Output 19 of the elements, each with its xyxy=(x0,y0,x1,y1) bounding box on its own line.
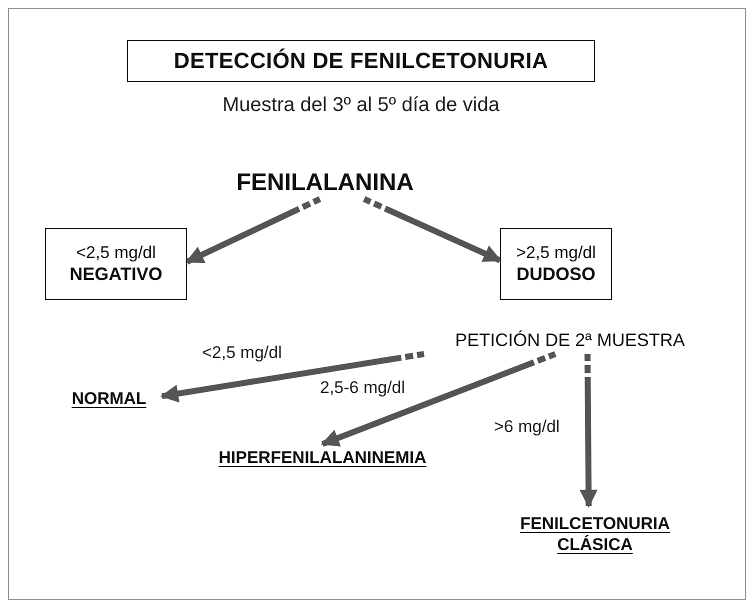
result-box xyxy=(45,228,187,300)
title: DETECCIÓN DE FENILCETONURIA xyxy=(127,40,595,82)
edge-label: <2,5 mg/dl xyxy=(200,343,284,363)
arrow xyxy=(362,196,502,264)
subtitle: Muestra del 3º al 5º día de vida xyxy=(222,94,500,117)
result-box xyxy=(500,228,612,300)
arrow xyxy=(185,196,322,265)
node-label: PETICIÓN DE 2ª MUESTRA xyxy=(455,328,685,352)
node-label: <2,5 mg/dl xyxy=(76,242,156,264)
node-label: >2,5 mg/dl xyxy=(516,242,596,264)
node-title: FENILALANINA xyxy=(236,168,414,198)
arrow xyxy=(160,351,424,402)
arrow xyxy=(320,351,556,447)
node-title: DUDOSO xyxy=(516,263,596,286)
node-title: NEGATIVO xyxy=(70,263,162,286)
node-title: NORMAL xyxy=(72,388,146,410)
arrow xyxy=(580,354,598,508)
node-title: HIPERFENILALANINEMIA xyxy=(218,447,426,469)
node-title: FENILCETONURIA CLÁSICA xyxy=(519,512,671,556)
